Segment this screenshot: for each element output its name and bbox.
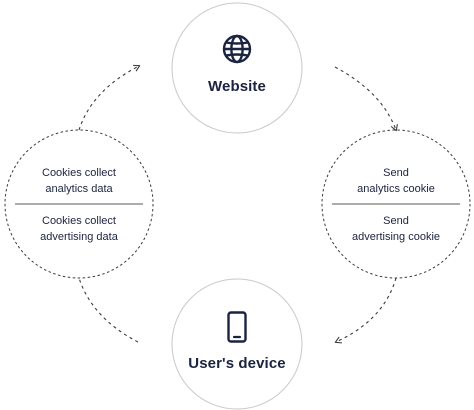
cookies-collect-analytics-label: Cookies collect analytics data bbox=[42, 167, 116, 195]
arrow-send-to-device bbox=[334, 277, 397, 344]
website-node bbox=[171, 2, 303, 134]
arrow-collect-to-website bbox=[78, 64, 141, 131]
website-label: Website bbox=[208, 78, 266, 95]
send-analytics-cookie-label: Send analytics cookie bbox=[357, 167, 435, 195]
user-device-label: User's device bbox=[188, 355, 286, 372]
user-device-node bbox=[171, 278, 303, 410]
globe-icon bbox=[222, 34, 252, 64]
send-advertising-cookie-label: Send advertising cookie bbox=[351, 215, 441, 243]
arrow-website-to-send bbox=[334, 66, 398, 132]
arrow-device-to-collect bbox=[78, 277, 139, 343]
smartphone-icon bbox=[227, 311, 247, 343]
cookies-collect-advertising-label: Cookies collect advertising data bbox=[40, 215, 118, 243]
